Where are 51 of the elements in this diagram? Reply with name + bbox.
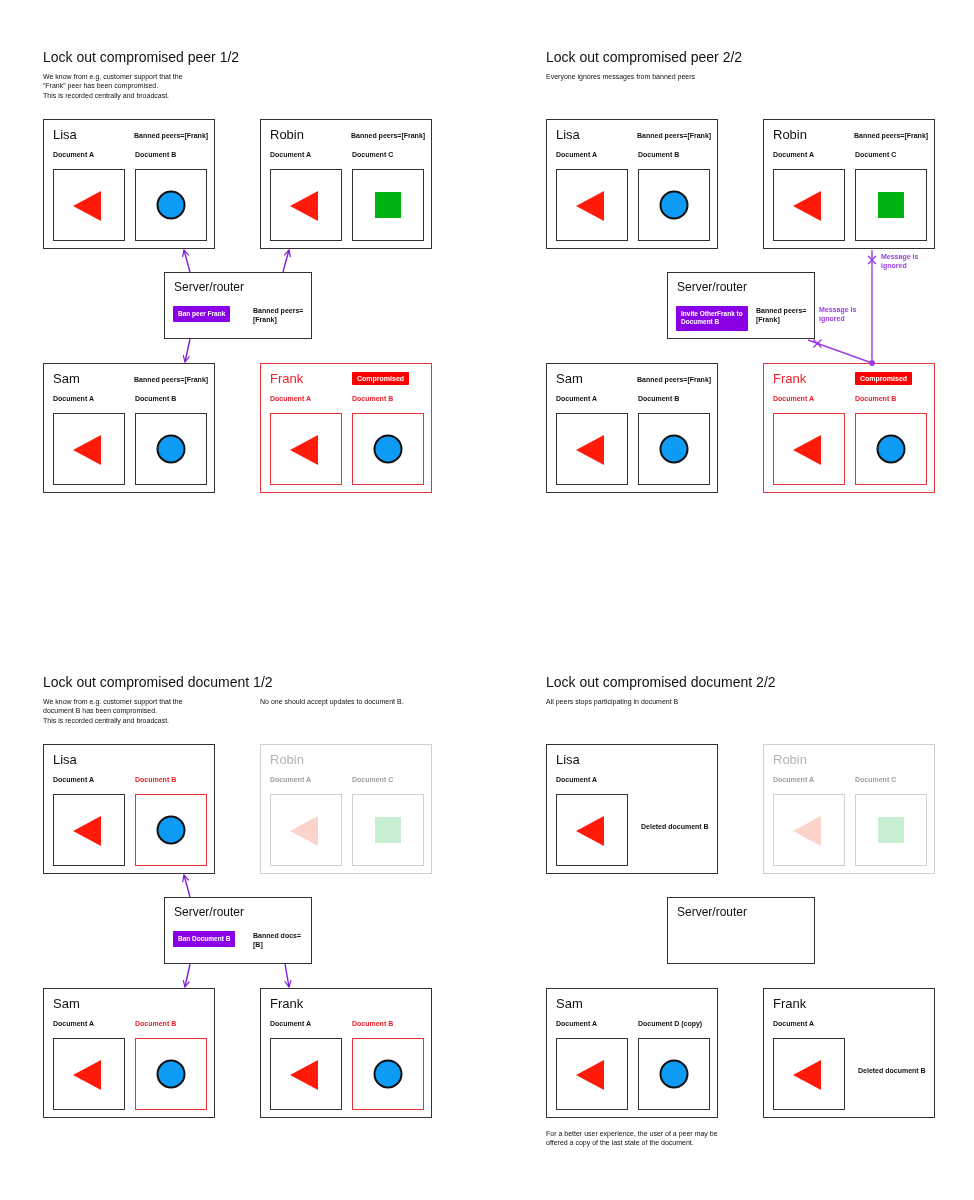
peer-card (546, 363, 718, 493)
peer-card (763, 119, 935, 249)
server-title: Server/router (174, 905, 245, 919)
section-title: Lock out compromised peer 1/2 (43, 48, 240, 67)
peer-name: Lisa (53, 752, 77, 767)
peer-name: Robin (773, 752, 807, 767)
peer-name: Frank (773, 996, 807, 1011)
arrow (284, 963, 292, 988)
server-title: Server/router (677, 905, 748, 919)
peer-name: Sam (556, 996, 583, 1011)
peer-name: Robin (270, 752, 304, 767)
peer-card (260, 988, 432, 1118)
peer-name: Sam (53, 996, 80, 1011)
arrow (182, 338, 191, 363)
peer-card (260, 119, 432, 249)
section-title: Lock out compromised peer 2/2 (546, 48, 743, 67)
arrow (182, 249, 191, 273)
section-title: Lock out compromised document 2/2 (546, 673, 776, 692)
peer-card (43, 744, 215, 874)
peer-name: Sam (53, 371, 80, 386)
peer-card (43, 363, 215, 493)
arrow (182, 874, 191, 898)
server-card (164, 272, 312, 339)
peer-card (763, 363, 935, 493)
section-title: Lock out compromised document 1/2 (43, 673, 273, 692)
ignored-message-line (807, 339, 875, 366)
peer-card (43, 988, 215, 1118)
peer-card (260, 744, 432, 874)
server-card (164, 897, 312, 964)
peer-name: Frank (773, 371, 807, 386)
peer-card (763, 988, 935, 1118)
peer-name: Lisa (53, 127, 77, 142)
peer-name: Robin (773, 127, 807, 142)
peer-name: Lisa (556, 127, 580, 142)
server-title: Server/router (677, 280, 748, 294)
peer-name: Frank (270, 996, 304, 1011)
arrow (282, 249, 291, 273)
peer-card (546, 119, 718, 249)
server-title: Server/router (174, 280, 245, 294)
peer-card (546, 744, 718, 874)
peer-card (43, 119, 215, 249)
peer-card (546, 988, 718, 1118)
peer-name: Sam (556, 371, 583, 386)
peer-name: Lisa (556, 752, 580, 767)
arrow (182, 963, 191, 988)
peer-card (763, 744, 935, 874)
server-card (667, 272, 815, 339)
peer-name: Frank (270, 371, 304, 386)
peer-name: Robin (270, 127, 304, 142)
server-card (667, 897, 815, 964)
peer-card (260, 363, 432, 493)
